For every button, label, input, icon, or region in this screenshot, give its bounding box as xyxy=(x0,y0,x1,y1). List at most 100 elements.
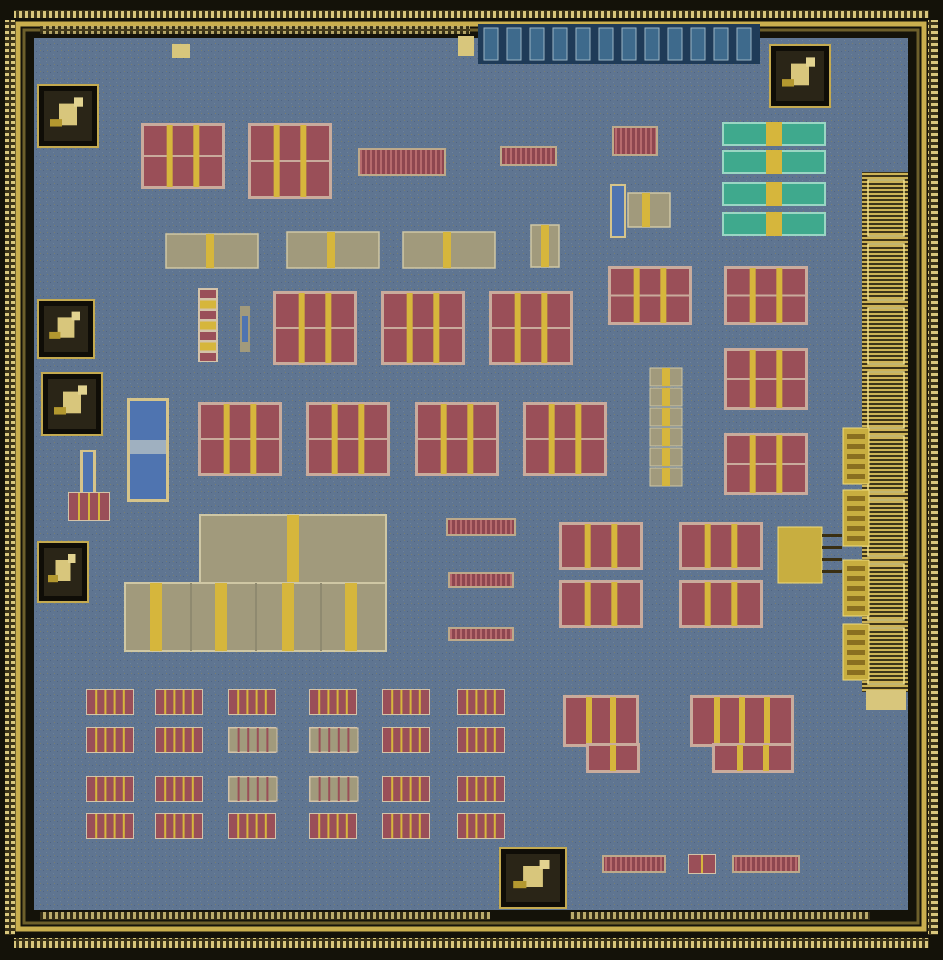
transistor-strip xyxy=(448,572,514,588)
guard-ring xyxy=(22,28,920,925)
variant-cell xyxy=(309,776,359,802)
capacitor-array xyxy=(712,743,794,773)
capacitor-array xyxy=(415,402,499,476)
unit-cell xyxy=(155,689,203,715)
right-bus-array xyxy=(777,172,908,710)
top-interface-cell xyxy=(552,27,568,61)
vertical-stack xyxy=(198,288,218,362)
capacitor-array xyxy=(523,402,607,476)
capacitor-array xyxy=(679,580,763,628)
resistor-column xyxy=(649,367,683,487)
capacitor-array xyxy=(559,580,643,628)
capacitor-array xyxy=(141,123,225,189)
green-capacitor-row xyxy=(722,150,826,174)
esd-cell xyxy=(499,847,567,909)
pad-row-bottom xyxy=(14,938,929,948)
unit-cell xyxy=(86,689,134,715)
unit-cell xyxy=(155,813,203,839)
capacitor-array xyxy=(586,743,640,773)
bond-cell xyxy=(842,489,870,547)
capacitor-array xyxy=(679,522,763,570)
bond-cell xyxy=(842,559,870,617)
capacitor-array xyxy=(690,695,794,747)
pad-row-top xyxy=(14,10,929,18)
resistor-block xyxy=(402,231,496,269)
top-interface-cell xyxy=(713,27,729,61)
resistor-block xyxy=(530,224,560,268)
esd-cells xyxy=(37,36,831,909)
blue-capacitor xyxy=(127,398,169,502)
esd-cell xyxy=(37,541,89,603)
unit-cell xyxy=(382,776,430,802)
top-marker xyxy=(172,44,190,58)
blue-device xyxy=(610,184,626,238)
bus-segment xyxy=(867,179,905,237)
bond-cell xyxy=(842,623,870,681)
interface-connector xyxy=(777,526,842,584)
top-interface-cell xyxy=(667,27,683,61)
transistor-strip xyxy=(446,518,516,536)
esd-cell xyxy=(41,372,103,436)
circuit-blocks xyxy=(68,122,826,874)
unit-cell xyxy=(228,813,276,839)
top-interface-cell xyxy=(506,27,522,61)
unit-cell xyxy=(309,689,357,715)
bottom-fill-right xyxy=(570,912,870,920)
bus-segment xyxy=(867,307,905,365)
top-interface-cell xyxy=(621,27,637,61)
green-capacitor-row xyxy=(722,122,826,146)
pad-column-right xyxy=(928,20,938,935)
green-capacitor-row xyxy=(722,212,826,236)
capacitor-array xyxy=(489,291,573,365)
unit-cell xyxy=(155,727,203,753)
seal-ring xyxy=(15,21,927,932)
unit-cell xyxy=(457,689,505,715)
capacitor-array xyxy=(563,695,639,747)
transistor-strip xyxy=(732,855,800,873)
small-device xyxy=(80,450,96,496)
variant-cell xyxy=(228,776,278,802)
top-interface-cell xyxy=(529,27,545,61)
capacitor-array xyxy=(381,291,465,365)
unit-cell xyxy=(457,776,505,802)
esd-cell xyxy=(769,44,831,108)
green-capacitor-row xyxy=(722,182,826,206)
resistor-field xyxy=(124,514,387,652)
top-interface-block xyxy=(478,24,760,64)
resistor-block xyxy=(165,233,259,269)
esd-cell xyxy=(37,84,99,148)
capacitor-array xyxy=(559,522,643,570)
bus-segment xyxy=(867,243,905,301)
transistor-strip xyxy=(448,627,514,641)
transistor-strip xyxy=(612,126,658,156)
top-interface-cell xyxy=(736,27,752,61)
top-interface-cell xyxy=(690,27,706,61)
unit-cell xyxy=(382,727,430,753)
top-interface-cell xyxy=(483,27,499,61)
unit-cell xyxy=(86,813,134,839)
unit-cell xyxy=(382,813,430,839)
unit-cell xyxy=(382,689,430,715)
capacitor-array xyxy=(248,123,332,199)
unit-cell xyxy=(457,727,505,753)
unit-cell xyxy=(688,854,716,874)
resistor-block xyxy=(286,231,380,269)
right-bus xyxy=(862,172,908,692)
bus-segment xyxy=(867,371,905,429)
top-interface-cell xyxy=(575,27,591,61)
capacitor-array xyxy=(724,433,808,495)
unit-cell xyxy=(86,776,134,802)
capacitor-array xyxy=(198,402,282,476)
vertical-stack xyxy=(240,306,250,352)
esd-cell xyxy=(37,299,95,359)
top-interface-cell xyxy=(598,27,614,61)
transistor-strip xyxy=(500,146,557,166)
pad-column-left xyxy=(5,20,15,935)
capacitor-array xyxy=(306,402,390,476)
transistor-strip xyxy=(602,855,666,873)
transistor-strip xyxy=(358,148,446,176)
unit-cell xyxy=(68,492,110,521)
unit-cell xyxy=(155,776,203,802)
